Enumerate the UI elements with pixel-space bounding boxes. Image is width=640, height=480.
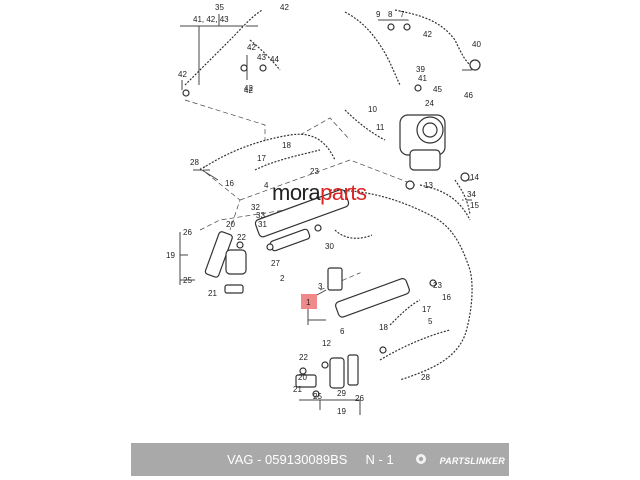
label-26: 26	[183, 228, 192, 237]
label-34: 34	[467, 190, 476, 199]
watermark: moraparts	[272, 180, 367, 206]
label-41: 41	[418, 74, 427, 83]
label-3: 3	[318, 282, 323, 291]
label-13: 13	[424, 181, 433, 190]
label-42: 42	[244, 86, 253, 95]
parts-exploded-diagram: 35 41, 42, 43 42 42 43 44 42 42 9 8 7 42…	[166, 3, 481, 416]
label-8: 8	[388, 10, 393, 19]
footer-part-text: VAG - 059130089BS N - 1	[227, 452, 394, 467]
label-5: 5	[428, 317, 433, 326]
fuel-line-left	[184, 9, 336, 171]
label-22: 22	[299, 353, 308, 362]
label-6: 6	[340, 327, 345, 336]
injector-right	[295, 354, 359, 389]
label-45: 45	[433, 85, 442, 94]
partslinker-logo-icon	[416, 454, 426, 464]
label-20: 20	[298, 373, 307, 382]
label-42: 42	[247, 43, 256, 52]
label-21: 21	[208, 289, 217, 298]
label-15: 15	[470, 201, 479, 210]
label-42: 42	[423, 30, 432, 39]
label-25: 25	[313, 392, 322, 401]
label-9: 9	[376, 10, 381, 19]
label-24: 24	[425, 99, 434, 108]
label-21: 21	[293, 385, 302, 394]
label-23: 23	[433, 281, 442, 290]
part-labels: 35 41, 42, 43 42 42 43 44 42 42 9 8 7 42…	[166, 3, 481, 416]
label-39: 39	[416, 65, 425, 74]
watermark-part1: mora	[272, 180, 321, 205]
label-30: 30	[325, 242, 334, 251]
label-16: 16	[225, 179, 234, 188]
label-4: 4	[264, 181, 269, 190]
label-27: 27	[271, 259, 280, 268]
highlight-part-1	[301, 294, 317, 309]
label-26: 26	[355, 394, 364, 403]
label-18: 18	[379, 323, 388, 332]
label-22: 22	[237, 233, 246, 242]
fuel-rail-lower	[327, 267, 410, 318]
partslinker-logo: PARTSLINKER	[439, 456, 505, 466]
label-10: 10	[368, 105, 377, 114]
label-43: 43	[257, 53, 266, 62]
label-12: 12	[322, 339, 331, 348]
label-46: 46	[464, 91, 473, 100]
label-19: 19	[337, 407, 346, 416]
label-14: 14	[470, 173, 479, 182]
label-1: 1	[306, 298, 311, 307]
fittings	[182, 23, 481, 398]
label-35: 35	[215, 3, 224, 12]
label-2: 2	[280, 274, 285, 283]
label-7: 7	[400, 10, 405, 19]
label-19: 19	[166, 251, 175, 260]
label-25: 25	[183, 276, 192, 285]
label-40: 40	[472, 40, 481, 49]
footer-bar: VAG - 059130089BS N - 1 PARTSLINKER	[131, 443, 509, 476]
label-41-42-43: 41, 42, 43	[193, 15, 229, 24]
label-42: 42	[280, 3, 289, 12]
label-29: 29	[337, 389, 346, 398]
label-18: 18	[282, 141, 291, 150]
high-pressure-pump	[399, 114, 446, 171]
label-28: 28	[190, 158, 199, 167]
label-42: 42	[244, 84, 253, 93]
label-42: 42	[178, 70, 187, 79]
injector-left	[204, 231, 247, 294]
label-17: 17	[422, 305, 431, 314]
label-11: 11	[376, 123, 385, 132]
label-16: 16	[442, 293, 451, 302]
label-28: 28	[421, 373, 430, 382]
label-23: 23	[310, 167, 319, 176]
label-33: 33	[256, 211, 265, 220]
label-31: 31	[258, 220, 267, 229]
label-20: 20	[226, 220, 235, 229]
watermark-part2: parts	[320, 180, 367, 205]
label-44: 44	[270, 55, 279, 64]
fuel-line-top-right	[344, 9, 471, 141]
label-17: 17	[257, 154, 266, 163]
label-32: 32	[251, 203, 260, 212]
